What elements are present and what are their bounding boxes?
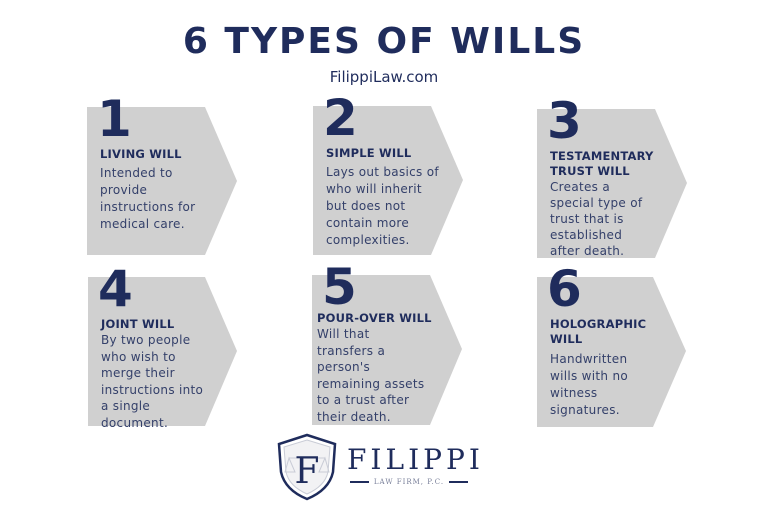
card-desc-line: contain more xyxy=(326,216,410,230)
website-link: FilippiLaw.com xyxy=(329,68,439,86)
card-desc-line: Intended to xyxy=(100,166,173,180)
divider-line xyxy=(350,481,369,483)
logo-tagline: LAW FIRM, P.C. xyxy=(345,478,473,486)
card-desc-line: after death. xyxy=(550,244,625,258)
card-desc-line: established xyxy=(550,228,623,242)
arrow-shape xyxy=(537,277,686,427)
arrow-shape xyxy=(88,277,237,426)
card-number: 5 xyxy=(322,258,357,316)
card-desc-line: medical care. xyxy=(100,217,185,231)
card-title: WILL xyxy=(550,332,583,346)
card-number: 4 xyxy=(98,260,133,318)
card-desc-line: transfers a xyxy=(317,343,386,358)
card-desc-line: provide xyxy=(100,183,148,197)
card-desc-line: Will that xyxy=(317,327,370,341)
shield-icon: F xyxy=(277,433,337,501)
card-desc-line: complexities. xyxy=(326,233,410,247)
card-desc-line: merge their xyxy=(101,366,175,380)
card-number: 2 xyxy=(323,89,358,147)
card-desc-line: instructions into xyxy=(101,382,204,397)
card-title: TESTAMENTARY xyxy=(550,149,654,163)
card-desc-line: who will inherit xyxy=(326,182,422,196)
card-desc-line: but does not xyxy=(326,199,406,213)
card-desc-line: Handwritten xyxy=(550,352,628,366)
card-desc-line: By two people xyxy=(101,333,191,347)
card-desc-line: witness xyxy=(550,386,598,400)
will-card-5: 5 POUR-OVER WILL Will that transfers a p… xyxy=(312,259,464,425)
card-title: HOLOGRAPHIC xyxy=(550,317,647,331)
card-desc-line: who wish to xyxy=(101,349,176,364)
arrow-shape xyxy=(312,275,462,425)
logo-monogram: F xyxy=(295,451,320,492)
card-desc-line: trust that is xyxy=(550,212,624,226)
card-desc-line: a single xyxy=(101,399,151,413)
arrow-shape xyxy=(537,109,687,258)
will-card-3: 3 TESTAMENTARY TRUST WILL Creates a spec… xyxy=(537,93,689,259)
card-desc-line: Creates a xyxy=(550,180,610,194)
arrow-shape xyxy=(313,106,463,255)
card-desc-line: signatures. xyxy=(550,403,620,417)
will-card-2: 2 SIMPLE WILL Lays out basics of who wil… xyxy=(313,90,465,256)
card-desc-line: their death. xyxy=(317,409,391,424)
will-card-1: 1 LIVING WILL Intended to provide instru… xyxy=(87,91,239,255)
divider-line xyxy=(449,481,469,483)
card-title: SIMPLE WILL xyxy=(326,146,412,160)
page-title: 6 TYPES OF WILLS xyxy=(182,21,586,62)
card-desc-line: to a trust after xyxy=(317,393,410,407)
will-card-4: 4 JOINT WILL By two people who wish to m… xyxy=(88,261,240,430)
card-title: POUR-OVER WILL xyxy=(317,311,432,325)
logo-name: FILIPPI xyxy=(347,443,484,476)
card-title: TRUST WILL xyxy=(550,164,630,178)
card-number: 3 xyxy=(547,92,582,150)
card-desc-line: document. xyxy=(101,415,169,430)
card-desc-line: Lays out basics of xyxy=(326,165,439,179)
card-desc-line: instructions for xyxy=(100,200,196,214)
logo-tagline-text: LAW FIRM, P.C. xyxy=(373,478,445,486)
firm-logo: F FILIPPI LAW FIRM, P.C. xyxy=(275,432,480,504)
card-title: LIVING WILL xyxy=(100,147,182,161)
card-desc-line: remaining assets xyxy=(317,376,425,391)
will-card-6: 6 HOLOGRAPHIC WILL Handwritten wills wit… xyxy=(537,261,689,427)
card-desc-line: special type of xyxy=(550,196,643,210)
card-number: 6 xyxy=(547,260,582,318)
arrow-shape xyxy=(87,107,237,255)
card-desc-line: person's xyxy=(317,360,371,374)
card-desc-line: wills with no xyxy=(550,369,629,383)
card-number: 1 xyxy=(97,90,132,148)
card-title: JOINT WILL xyxy=(101,317,175,331)
